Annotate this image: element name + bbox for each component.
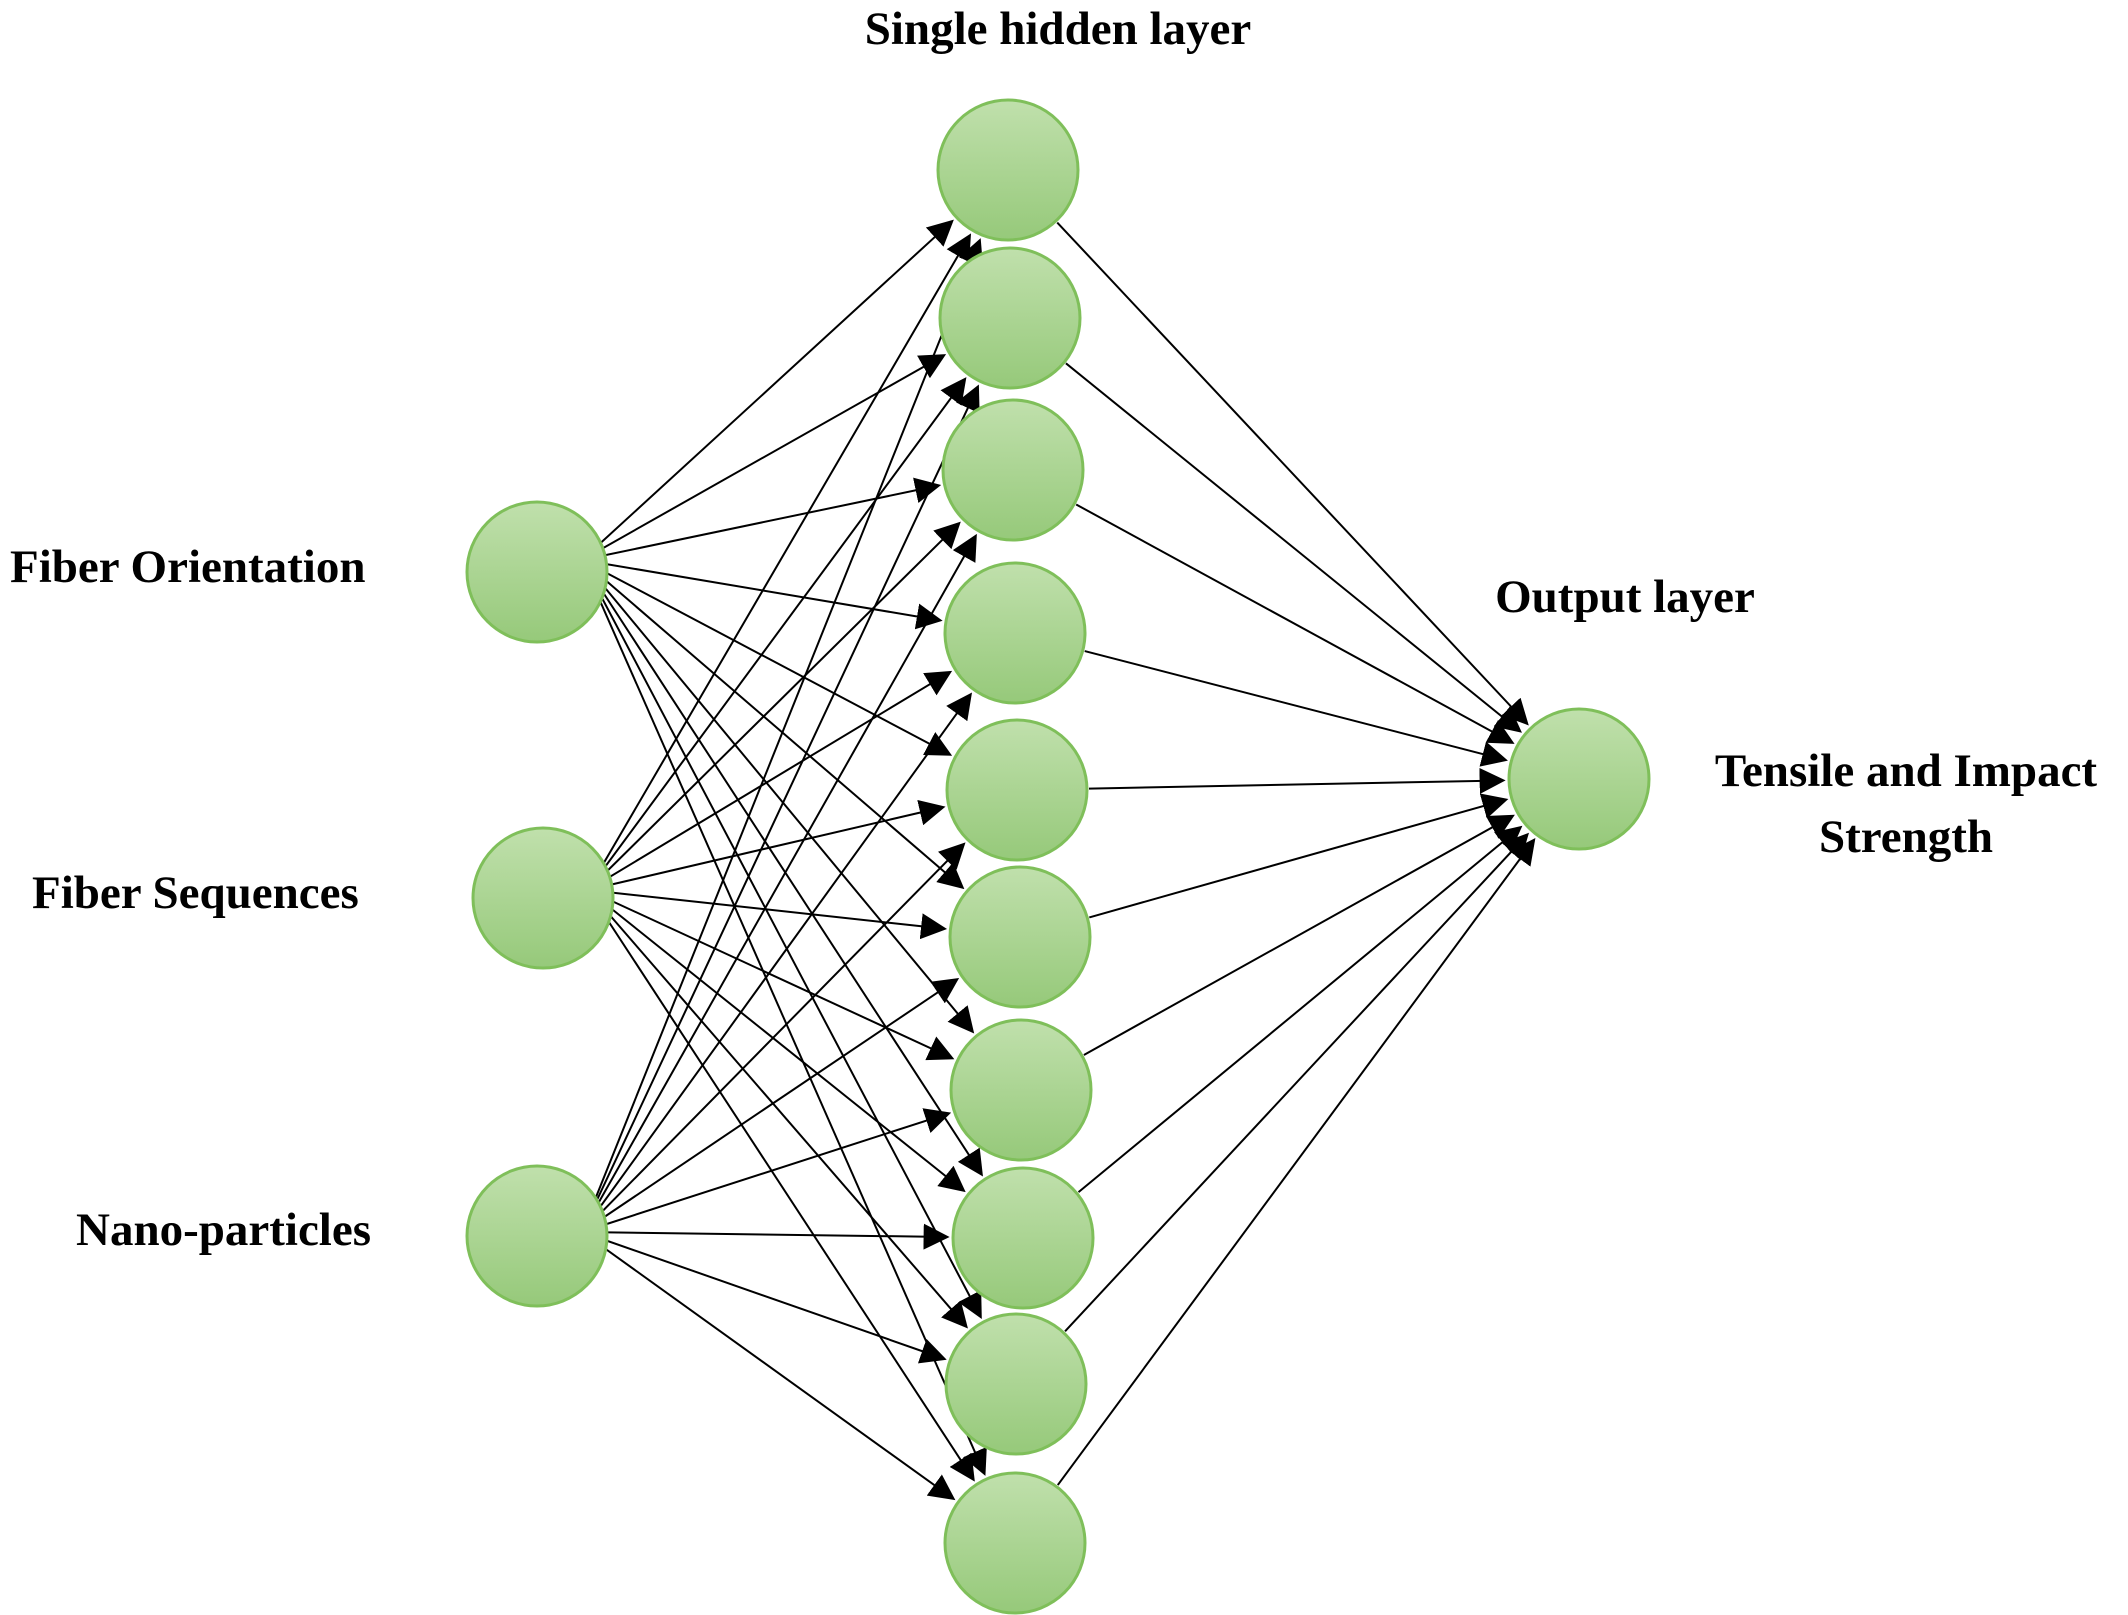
input-node-2	[471, 826, 615, 970]
hidden-node-3	[941, 398, 1085, 542]
hidden-node-6	[948, 865, 1092, 1009]
edge-input-2-to-hidden-3	[587, 521, 961, 891]
input-node-1	[465, 500, 609, 644]
hidden-node-8	[951, 1166, 1095, 1310]
edge-hidden-8-to-output	[1077, 825, 1523, 1193]
edge-input-2-to-hidden-7	[587, 889, 955, 1061]
edge-input-2-to-hidden-9	[587, 889, 968, 1329]
edge-input-3-to-hidden-3	[581, 533, 977, 1233]
edge-input-1-to-hidden-6	[581, 559, 965, 890]
output-label-line1: Tensile and Impact	[1715, 745, 2098, 797]
edge-input-1-to-hidden-7	[581, 559, 975, 1034]
connection-edges	[581, 219, 1536, 1501]
input-label-fiber-sequences: Fiber Sequences	[32, 867, 359, 919]
edge-input-3-to-hidden-1	[581, 238, 984, 1233]
hidden-node-2	[938, 246, 1082, 390]
hidden-node-1	[936, 98, 1080, 242]
edge-hidden-2-to-output	[1065, 362, 1522, 733]
edge-input-2-to-hidden-10	[587, 889, 975, 1482]
edge-input-2-to-hidden-4	[587, 670, 953, 891]
edge-hidden-4-to-output	[1084, 650, 1508, 767]
edge-hidden-10-to-output	[1056, 838, 1536, 1486]
edge-input-3-to-hidden-6	[581, 978, 960, 1233]
edge-input-2-to-hidden-8	[587, 889, 966, 1193]
edge-input-2-to-hidden-2	[587, 377, 967, 891]
edge-input-3-to-hidden-10	[581, 1231, 956, 1501]
hidden-layer-title: Single hidden layer	[865, 3, 1252, 55]
edge-input-1-to-hidden-9	[581, 559, 982, 1320]
edge-input-2-to-hidden-1	[587, 233, 972, 891]
hidden-node-5	[945, 718, 1089, 862]
input-label-nano-particles: Nano-particles	[76, 1204, 371, 1256]
hidden-node-9	[944, 1312, 1088, 1456]
output-layer-title: Output layer	[1495, 571, 1755, 623]
edge-input-1-to-hidden-4	[581, 559, 943, 630]
network-nodes	[465, 98, 1651, 1615]
output-node	[1507, 707, 1651, 851]
hidden-node-4	[943, 561, 1087, 705]
edge-input-1-to-hidden-2	[581, 354, 947, 561]
hidden-node-7	[949, 1018, 1093, 1162]
edge-hidden-5-to-output	[1088, 767, 1506, 794]
edge-input-3-to-hidden-7	[581, 1108, 952, 1233]
edge-input-1-to-hidden-5	[581, 559, 953, 756]
output-label-line2: Strength	[1819, 811, 1993, 863]
edge-hidden-9-to-output	[1064, 832, 1529, 1332]
input-label-fiber-orientation: Fiber Orientation	[10, 541, 366, 593]
edge-input-1-to-hidden-10	[581, 559, 987, 1476]
edge-input-1-to-hidden-8	[581, 559, 983, 1177]
edge-hidden-7-to-output	[1083, 814, 1515, 1056]
edge-input-3-to-hidden-8	[581, 1223, 950, 1250]
hidden-node-10	[943, 1471, 1087, 1615]
edge-input-1-to-hidden-3	[581, 477, 942, 561]
edge-input-3-to-hidden-5	[581, 842, 966, 1233]
edge-hidden-1-to-output	[1056, 221, 1529, 726]
edge-input-1-to-hidden-1	[581, 219, 954, 561]
edge-input-3-to-hidden-2	[581, 384, 980, 1233]
edge-input-3-to-hidden-4	[581, 692, 972, 1233]
input-node-3	[465, 1164, 609, 1308]
edge-hidden-3-to-output	[1075, 503, 1515, 744]
edge-input-2-to-hidden-5	[587, 799, 946, 891]
edge-hidden-6-to-output	[1089, 793, 1509, 919]
edge-input-2-to-hidden-6	[587, 889, 948, 940]
edge-input-3-to-hidden-9	[581, 1231, 947, 1364]
